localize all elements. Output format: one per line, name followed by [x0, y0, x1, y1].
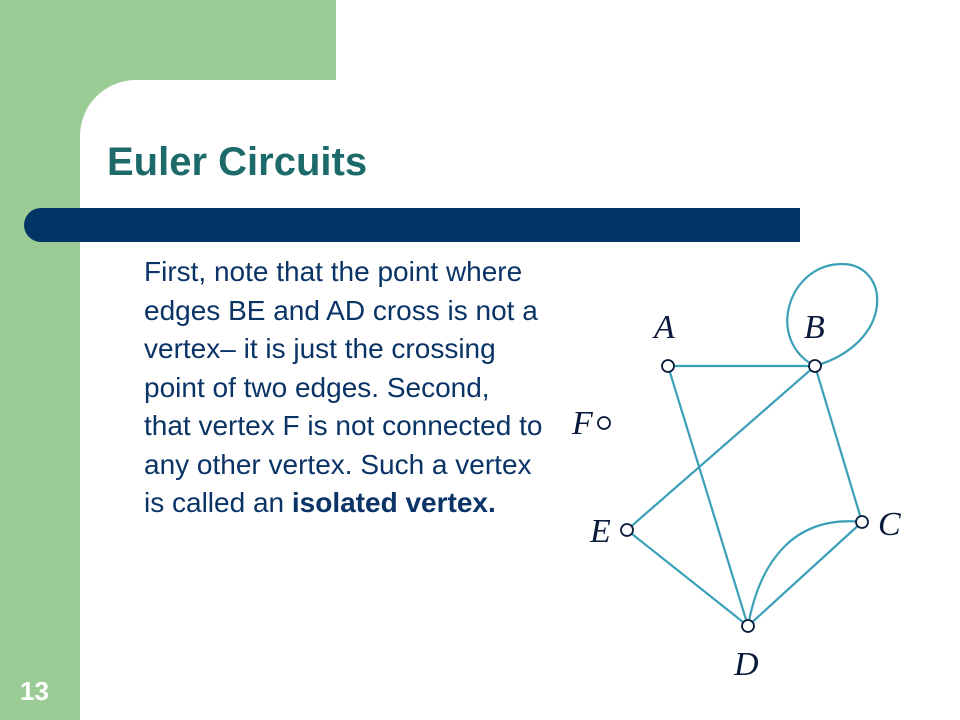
euler-graph-diagram: A B C D E F — [571, 262, 901, 683]
slide-title: Euler Circuits — [107, 140, 368, 184]
vertex-label-c: C — [878, 506, 901, 543]
title-underline-bar — [24, 208, 800, 242]
vertex-c — [855, 515, 869, 529]
vertex-label-b: B — [804, 309, 825, 346]
vertex-f — [597, 416, 611, 430]
edge-e-d — [626, 529, 749, 627]
vertex-label-e: E — [589, 513, 611, 550]
isolated-vertex-term: isolated vertex. — [291, 487, 496, 518]
vertex-b — [808, 359, 822, 373]
vertex-label-d: D — [733, 646, 759, 683]
edge-a-d — [666, 365, 750, 627]
content-card — [80, 80, 960, 720]
edge-b-e — [626, 365, 816, 531]
edge-c-d-curved — [746, 520, 863, 627]
edge-c-d-straight — [747, 521, 863, 627]
vertex-label-a: A — [652, 309, 675, 346]
edge-loop-b — [786, 262, 879, 368]
slide-body-text: First, note that the point where edges B… — [144, 253, 544, 523]
vertex-e — [620, 523, 634, 537]
slide-number: 13 — [20, 676, 49, 706]
body-text-part: First, note that the point where edges B… — [144, 256, 543, 518]
edge-b-c — [813, 365, 864, 523]
vertex-a — [661, 359, 675, 373]
vertex-label-f: F — [571, 405, 594, 442]
vertex-d — [741, 619, 755, 633]
